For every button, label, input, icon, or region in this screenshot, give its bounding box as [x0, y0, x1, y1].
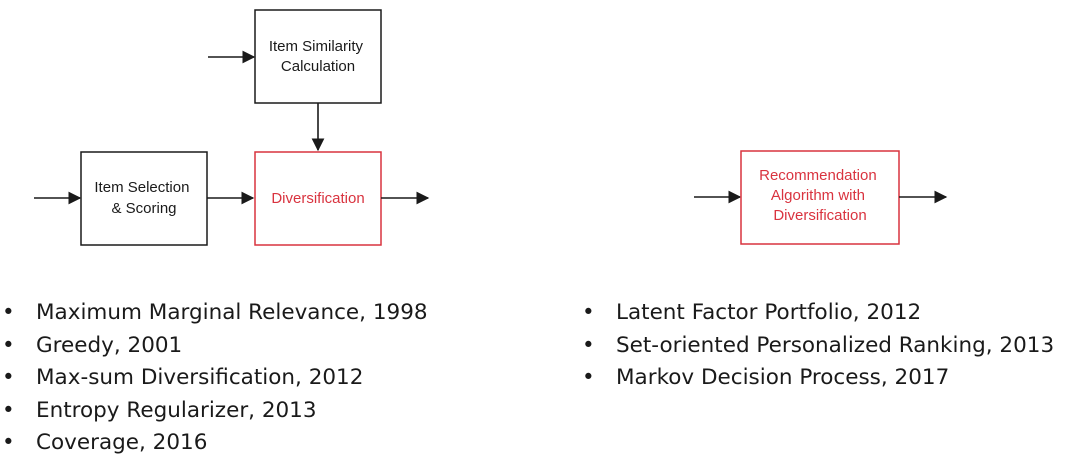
list-item-text: Set-oriented Personalized Ranking, 2013 — [616, 332, 1055, 358]
bullet-icon: • — [2, 397, 15, 423]
list-item-text: Greedy, 2001 — [36, 332, 183, 358]
list-item: • Entropy Regularizer, 2013 — [0, 395, 428, 428]
list-item-text: Max-sum Diversification, 2012 — [36, 365, 364, 390]
item-selection-box — [80, 151, 208, 246]
bullet-icon: • — [582, 300, 595, 325]
list-item: • Coverage, 2016 — [0, 427, 428, 460]
item-similarity-line-1: Item Similarity — [269, 38, 364, 55]
left-pipeline: Item Similarity Calculation Item Selecti… — [34, 9, 430, 246]
bullet-icon: • — [582, 365, 595, 390]
list-item: • Greedy, 2001 — [0, 330, 428, 363]
list-item-text: Entropy Regularizer, 2013 — [36, 397, 317, 423]
recommendation-line-3: Diversification — [773, 207, 866, 224]
bullet-icon: • — [2, 365, 15, 390]
list-item-text: Markov Decision Process, 2017 — [616, 365, 950, 390]
list-item: • Latent Factor Portfolio, 2012 — [580, 297, 1054, 330]
list-item: • Maximum Marginal Relevance, 1998 — [0, 297, 428, 330]
diversity-methods-list-right: • Latent Factor Portfolio, 2012 • Set-orie… — [580, 297, 1054, 395]
bullet-icon: • — [2, 300, 15, 325]
recommendation-line-1: Recommendation — [759, 167, 877, 184]
recommendation-line-2: Algorithm with — [771, 187, 865, 204]
list-item: • Markov Decision Process, 2017 — [580, 362, 1054, 395]
list-item-text: Maximum Marginal Relevance, 1998 — [36, 300, 428, 325]
recommendation-box — [740, 150, 900, 245]
bullet-icon: • — [2, 332, 15, 358]
list-item-text: Coverage, 2016 — [36, 430, 208, 455]
bullet-icon: • — [2, 430, 15, 455]
item-similarity-line-2: Calculation — [281, 58, 355, 75]
list-item-text: Latent Factor Portfolio, 2012 — [616, 300, 922, 325]
right-pipeline: Recommendation Algorithm with Diversific… — [694, 150, 948, 245]
diversity-methods-list-left: • Maximum Marginal Relevance, 1998 • Greed… — [0, 297, 428, 460]
item-selection-label: Item Selection & Scoring — [94, 179, 193, 217]
item-similarity-label: Item Similarity Calculation — [269, 38, 367, 75]
list-item: • Set-oriented Personalized Ranking, 2013 — [580, 330, 1054, 363]
diversification-line-1: Diversification — [271, 190, 364, 207]
item-similarity-box — [254, 9, 382, 104]
recommendation-label: Recommendation Algorithm with Diversific… — [759, 167, 881, 224]
list-item: • Max-sum Diversification, 2012 — [0, 362, 428, 395]
bullet-icon: • — [582, 332, 595, 358]
diversification-label: Diversification — [271, 190, 364, 207]
item-selection-line-1: Item Selection — [94, 179, 189, 196]
item-selection-line-2: & Scoring — [111, 200, 176, 217]
